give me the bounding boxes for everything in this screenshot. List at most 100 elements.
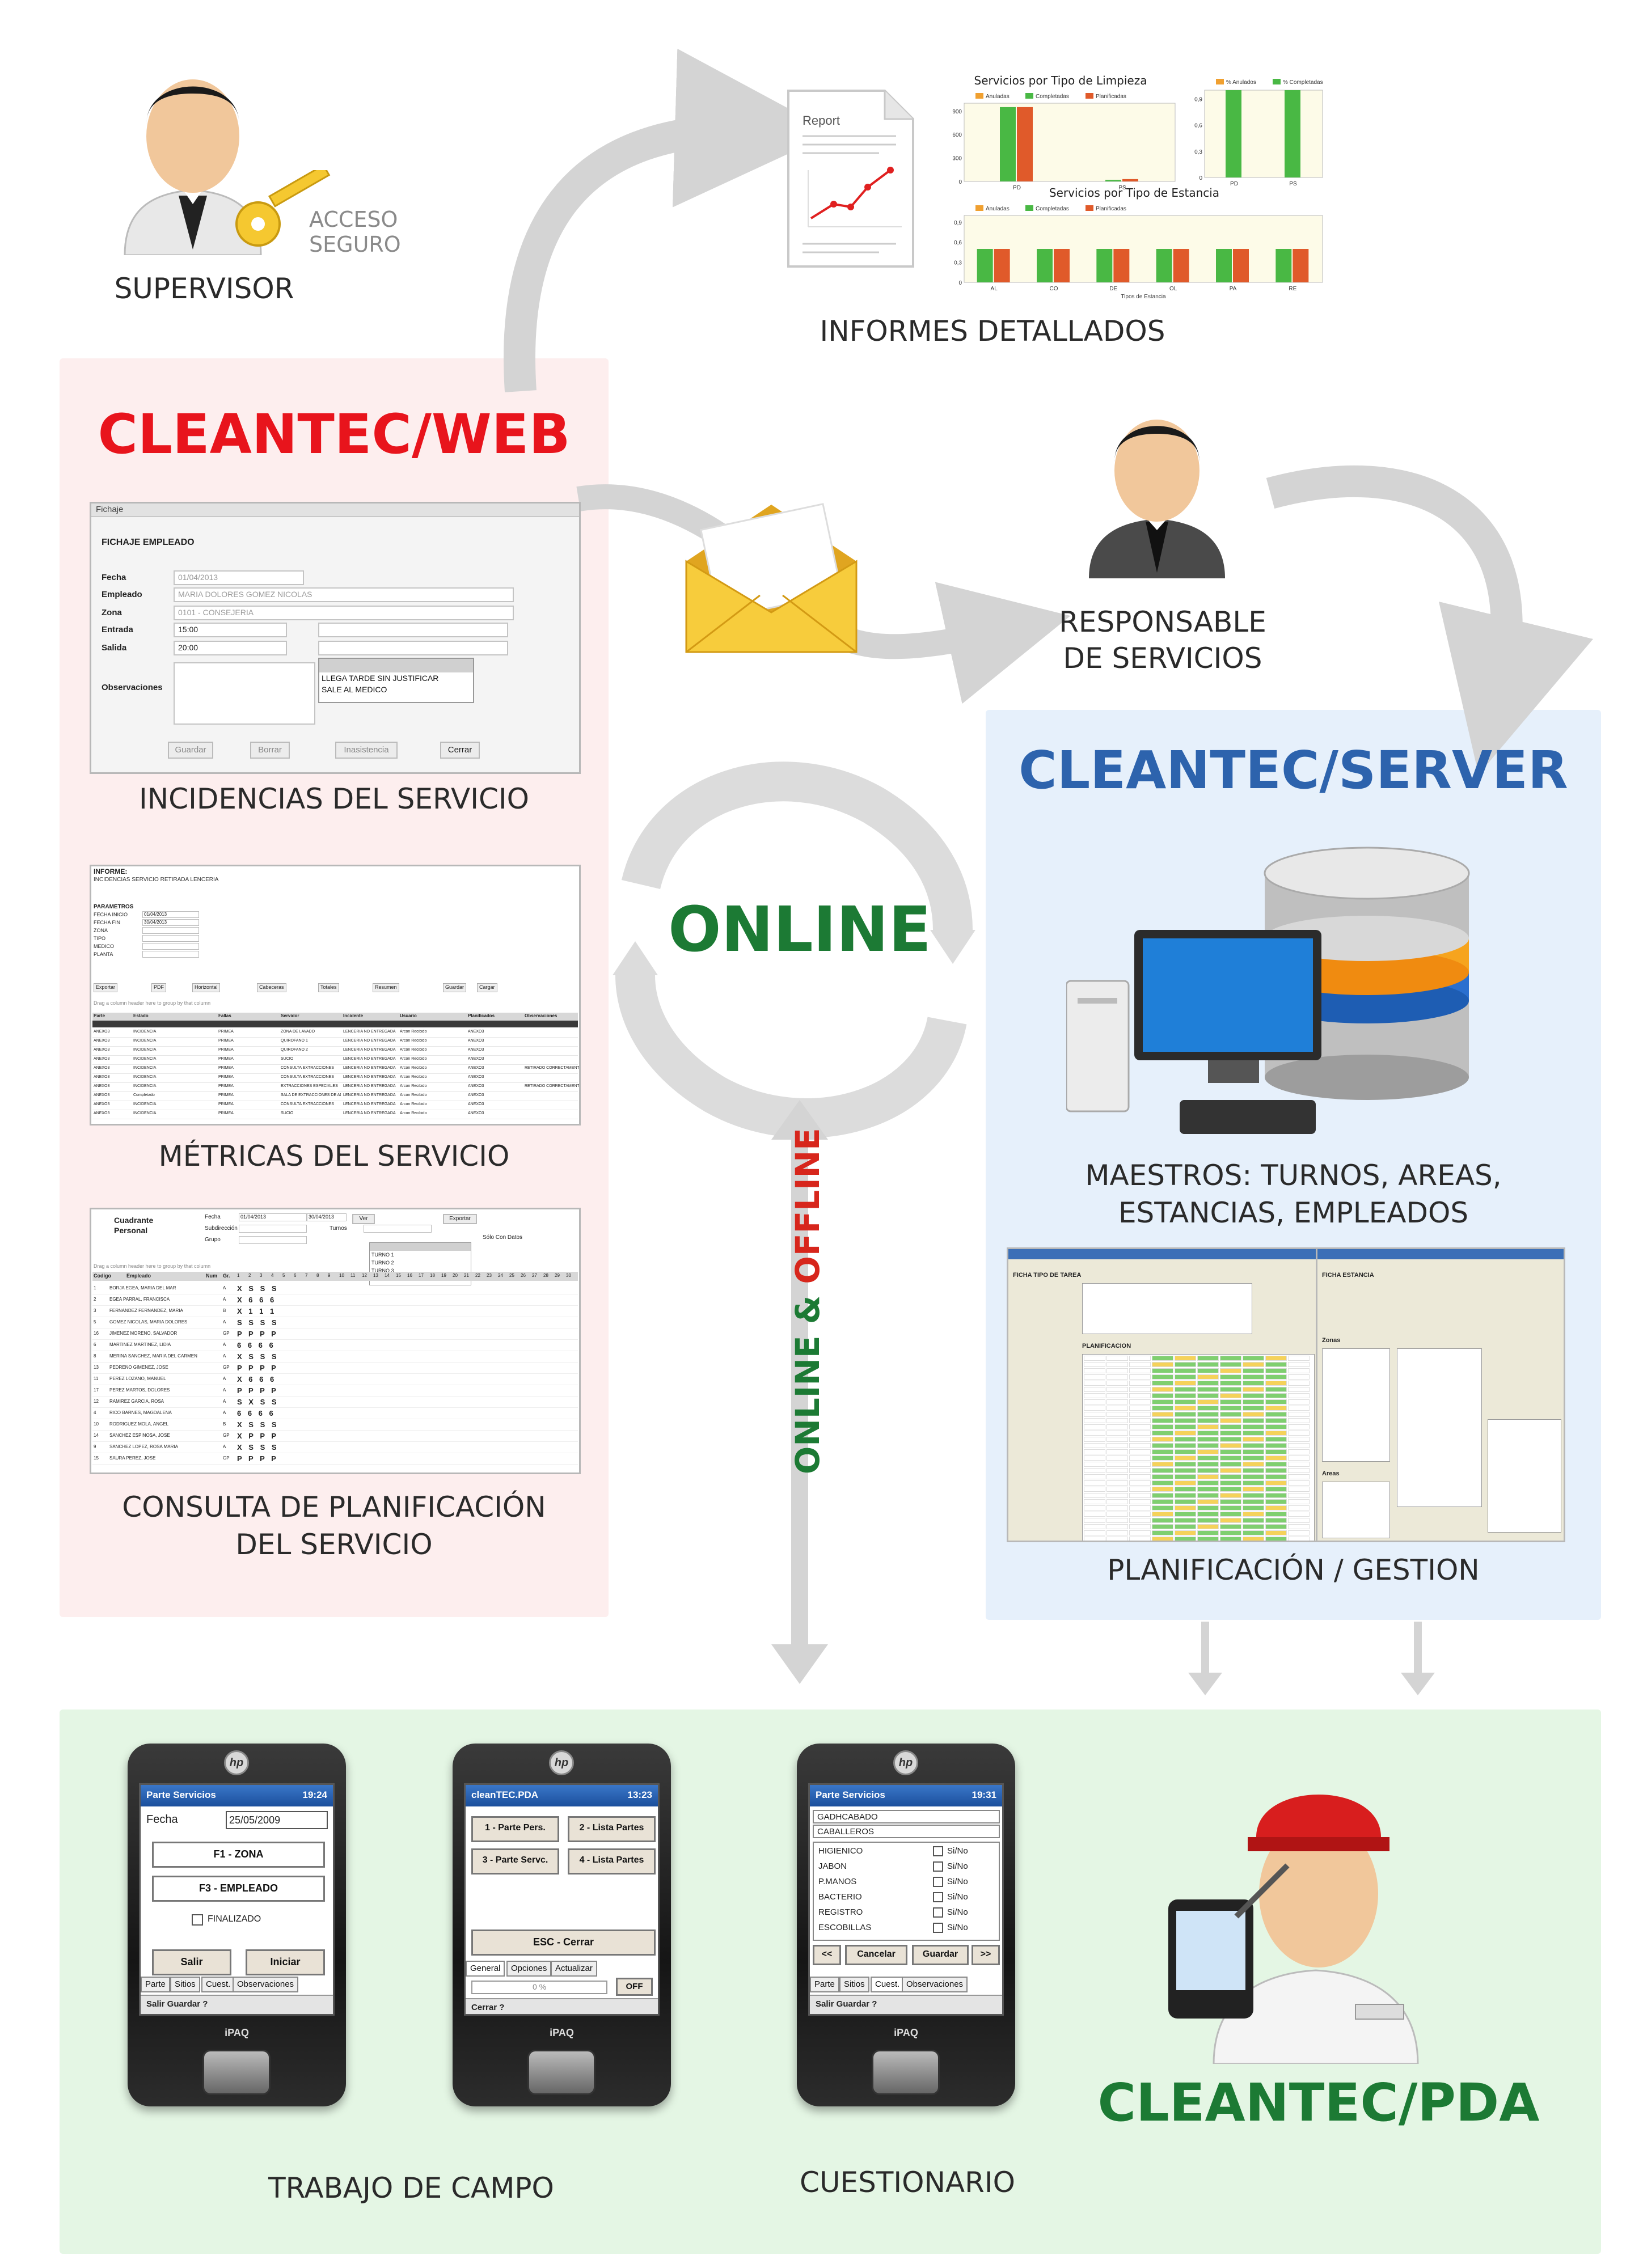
toolbar-button[interactable]: Resumen [373, 983, 399, 992]
toolbar-button[interactable]: Exportar [94, 983, 118, 992]
menu-parte-servc[interactable]: 3 - Parte Servc. [471, 1848, 559, 1875]
tab-actualizar[interactable]: Actualizar [551, 1961, 597, 1977]
toolbar-button[interactable]: PDF [151, 983, 166, 992]
f1-zona-button[interactable]: F1 - ZONA [152, 1842, 325, 1868]
param-input[interactable]: 01/04/2013 [142, 911, 199, 918]
tab-observaciones[interactable]: Observaciones [902, 1977, 968, 1992]
plan-cell [1288, 1455, 1310, 1461]
checklist-checkbox[interactable] [933, 1907, 943, 1918]
esc-cerrar-button[interactable]: ESC - Cerrar [471, 1930, 656, 1956]
plan-cell [1175, 1462, 1196, 1467]
table-cell: LENCERIA NO ENTREGADA [343, 1075, 396, 1079]
checklist-checkbox[interactable] [933, 1877, 943, 1887]
salida-type-select[interactable] [318, 641, 508, 655]
plan-cell [1152, 1487, 1173, 1492]
shift-pattern: X S S S [237, 1352, 279, 1361]
plan-cell [1265, 1356, 1287, 1361]
pda1-fecha-select[interactable]: 25/05/2009 [226, 1811, 328, 1829]
tab-observaciones[interactable]: Observaciones [233, 1977, 299, 1992]
filter-input[interactable] [239, 1236, 307, 1244]
turno-option[interactable]: TURNO 3 [371, 1268, 394, 1273]
filter-input[interactable]: 01/04/2013 [239, 1213, 307, 1221]
tab-cuest[interactable]: Cuest. [201, 1977, 235, 1992]
param-input[interactable]: 30/04/2013 [142, 919, 199, 926]
observaciones-textarea[interactable] [174, 662, 315, 725]
checklist-checkbox[interactable] [933, 1846, 943, 1856]
tab-parte[interactable]: Parte [141, 1977, 170, 1992]
plan-cell [1265, 1393, 1287, 1398]
nav-prev-button[interactable]: << [813, 1945, 841, 1965]
turno-option[interactable]: TURNO 1 [371, 1252, 394, 1258]
menu-lista-partes-1[interactable]: 2 - Lista Partes [568, 1816, 656, 1842]
finalizado-checkbox[interactable] [192, 1914, 203, 1926]
tab-opciones[interactable]: Opciones [506, 1961, 552, 1977]
employee-code: 8 [94, 1353, 96, 1359]
field-input[interactable]: MARIA DOLORES GOMEZ NICOLAS [174, 587, 514, 602]
fecha-hasta-input[interactable]: 30/04/2013 [307, 1213, 347, 1221]
nav-next-button[interactable]: >> [972, 1945, 1000, 1965]
ver-button[interactable]: Ver [352, 1214, 375, 1224]
plan-cell [1084, 1387, 1105, 1392]
employee-code: 10 [94, 1421, 99, 1427]
checklist-option: Si/No [947, 1923, 968, 1932]
column-header: Incidente [343, 1013, 364, 1018]
tab-sitios[interactable]: Sitios [839, 1977, 869, 1992]
menu-lista-partes-2[interactable]: 4 - Lista Partes [568, 1848, 656, 1875]
checklist-checkbox[interactable] [933, 1861, 943, 1872]
field-input[interactable]: 01/04/2013 [174, 570, 304, 585]
inasistencia-button[interactable]: Inasistencia [335, 742, 398, 759]
f3-empleado-button[interactable]: F3 - EMPLEADO [152, 1876, 325, 1902]
iniciar-button[interactable]: Iniciar [246, 1949, 325, 1975]
turno-option[interactable]: TURNO 2 [371, 1260, 394, 1266]
toolbar-button[interactable]: Cabeceras [257, 983, 286, 992]
toolbar-button[interactable]: Totales [318, 983, 339, 992]
entrada-type-select[interactable] [318, 623, 508, 637]
dropdown-option[interactable]: LLEGA TARDE SIN JUSTIFICAR [322, 674, 439, 683]
pda3-dpad[interactable] [872, 2050, 940, 2095]
fichaje-dropdown-list[interactable]: LLEGA TARDE SIN JUSTIFICAR SALE AL MEDIC… [318, 658, 474, 703]
cerrar-button[interactable]: Cerrar [440, 742, 480, 759]
checklist-checkbox[interactable] [933, 1923, 943, 1933]
field-input[interactable]: 0101 - CONSEJERIA [174, 606, 514, 620]
plan-cell [1220, 1362, 1241, 1367]
param-input[interactable] [142, 927, 199, 934]
field-input[interactable]: 20:00 [174, 641, 287, 655]
plan-cell [1243, 1356, 1264, 1361]
param-input[interactable] [142, 943, 199, 950]
pda1-dpad[interactable] [202, 2050, 271, 2095]
plan-cell [1265, 1437, 1287, 1442]
category-label: PD [1230, 181, 1238, 187]
filter-input[interactable] [239, 1225, 307, 1233]
toolbar-button[interactable]: Horizontal [192, 983, 220, 992]
param-input[interactable] [142, 935, 199, 942]
tab-cuest[interactable]: Cuest. [871, 1977, 905, 1992]
toolbar-button[interactable]: Cargar [477, 983, 497, 992]
plan-cell [1288, 1493, 1310, 1498]
param-input[interactable] [142, 951, 199, 958]
solo-con-datos[interactable]: Sólo Con Datos [483, 1234, 523, 1241]
cancelar-button[interactable]: Cancelar [845, 1945, 907, 1965]
tab-sitios[interactable]: Sitios [170, 1977, 200, 1992]
tab-general[interactable]: General [466, 1961, 505, 1977]
toolbar-button[interactable]: Guardar [443, 983, 467, 992]
day-header: 18 [430, 1273, 435, 1278]
filter-label: Turnos [330, 1225, 347, 1232]
pda2-dpad[interactable] [527, 2050, 595, 2095]
menu-parte-pers[interactable]: 1 - Parte Pers. [471, 1816, 559, 1842]
tab-parte[interactable]: Parte [810, 1977, 839, 1992]
dropdown-option[interactable]: SALE AL MEDICO [322, 685, 387, 694]
filter-input[interactable] [364, 1225, 432, 1233]
plan-cell [1175, 1374, 1196, 1380]
checklist-checkbox[interactable] [933, 1892, 943, 1902]
salir-button[interactable]: Salir [152, 1949, 231, 1975]
guardar-button[interactable]: Guardar [912, 1945, 969, 1965]
field-input[interactable]: 15:00 [174, 623, 287, 637]
table-cell: Arcon Recibido [400, 1075, 427, 1079]
plan-cell [1243, 1362, 1264, 1367]
off-button[interactable]: OFF [616, 1978, 653, 1996]
borrar-button[interactable]: Borrar [250, 742, 290, 759]
exportar-button[interactable]: Exportar [443, 1214, 477, 1224]
guardar-button[interactable]: Guardar [168, 742, 213, 759]
